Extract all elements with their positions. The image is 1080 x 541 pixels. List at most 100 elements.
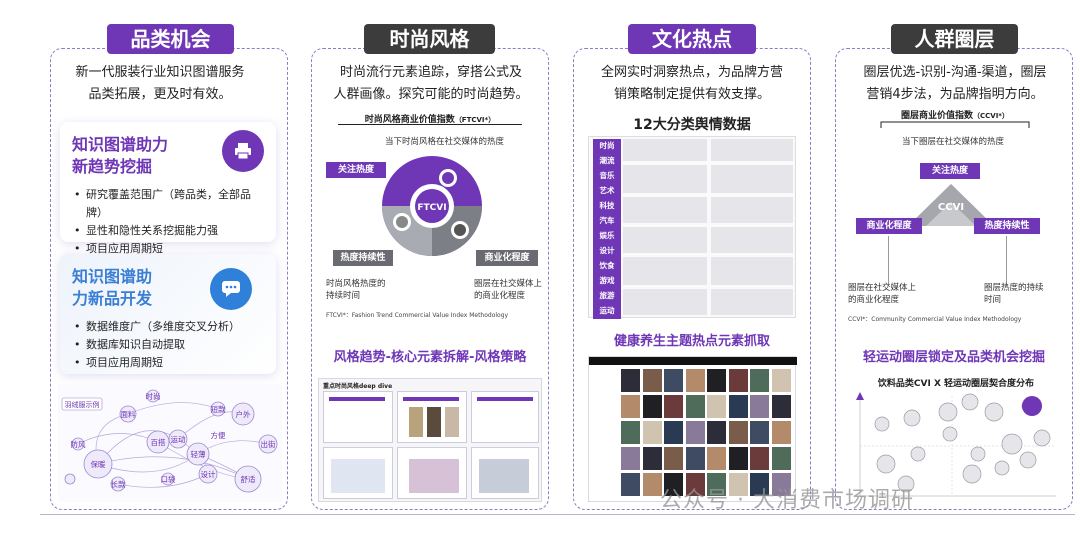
- ftcvi-left-note: 时尚风格热度的 持续时间: [326, 279, 386, 301]
- thumbnail-tile: [728, 473, 748, 496]
- ftcvi-center-label: FTCVI: [417, 203, 446, 213]
- thumbnail-tile: [771, 369, 791, 392]
- thumbnail-tile: [664, 473, 683, 496]
- pill-commercial: 商业化程度: [856, 218, 922, 234]
- thumbnail-tile: [685, 421, 705, 444]
- ccvi-center-label: CCVI: [938, 202, 964, 213]
- ccvi-footnote: CCVI*：Community Commercial Value Index M…: [848, 316, 1022, 323]
- node-label: 时尚: [146, 391, 161, 401]
- bubble-chart: [856, 392, 1056, 497]
- thumbnail-tile: [728, 447, 748, 470]
- thumbnail-tile: [621, 473, 640, 496]
- tag-category-opportunity: 品类机会: [107, 24, 234, 54]
- ftcvi-ring-chart: FTCVI: [382, 156, 482, 256]
- thumbnail-tile: [707, 473, 726, 496]
- pill-attention: 关注热度: [920, 163, 980, 179]
- table-title: 12大分类舆情数据: [633, 117, 751, 133]
- thumbnail-tile: [707, 369, 726, 392]
- card-bullets: 数据维度广（多维度交叉分析） 数据库知识自动提取 项目应用周期短: [72, 318, 264, 372]
- knowledge-graph: 羽绒服示例 保暖 轻薄 舒适 户外 百搭 出街 方便 运动 面料 设计 短款 长…: [58, 384, 282, 502]
- thumbnail-tile: [642, 369, 662, 392]
- thumbnail-tile: [621, 447, 640, 470]
- audience-section-title: 轻运动圈层锁定及品类机会挖掘: [862, 350, 1045, 365]
- node-label: 保暖: [91, 460, 106, 469]
- thumbnail-tile: [750, 395, 769, 418]
- ccvi-top-note: 当下圈层在社交媒体的热度: [902, 137, 1005, 147]
- category-label: 艺术: [593, 184, 621, 199]
- thumbnail-tile: [642, 395, 662, 418]
- watermark: 公众号 · 大消费市场调研: [660, 488, 914, 513]
- thumbnail-tile: [664, 447, 683, 470]
- thumbnail-tile: [728, 369, 748, 392]
- thumbnail-tile: [771, 473, 791, 496]
- thumbnail-tile: [685, 395, 705, 418]
- node-label: 出街: [261, 439, 276, 449]
- tag-fashion-style: 时尚风格: [364, 24, 495, 54]
- node-label: 设计: [201, 469, 216, 479]
- category-label: 游戏: [593, 274, 621, 289]
- thumbnail-tile: [642, 473, 662, 496]
- thumbnail-tile: [685, 447, 705, 470]
- category-label: 娱乐: [593, 229, 621, 244]
- category-label: 科技: [593, 199, 621, 214]
- ftcvi-right-note: 圈层在社交媒体上 的商业化程度: [474, 279, 543, 301]
- thumbnail-tile: [664, 395, 683, 418]
- thumbnail-tile: [664, 369, 683, 392]
- thumbnail-tile: [707, 395, 726, 418]
- printer-icon: [222, 130, 264, 172]
- category-label: 饮食: [593, 259, 621, 274]
- node-label: 长款: [111, 479, 126, 489]
- pill-commercial: 商业化程度: [476, 250, 538, 266]
- thumbnail-tile: [750, 447, 769, 470]
- thumbnail-tile: [685, 369, 705, 392]
- pill-persistence: 热度持续性: [333, 250, 393, 266]
- thumbnail-tile: [771, 395, 791, 418]
- thumbnail-tile: [750, 473, 769, 496]
- category-desc: 新一代服装行业知识图谱服务 品类拓展，更及时有效。: [75, 65, 245, 102]
- thumbnail-tile: [621, 421, 640, 444]
- thumbnail-tile: [728, 421, 748, 444]
- pill-attention: 关注热度: [326, 162, 386, 178]
- node-label: 方便: [211, 430, 226, 440]
- thumbnail-tile: [750, 369, 769, 392]
- ccvi-right-note: 圈层热度的持续 时间: [984, 283, 1044, 305]
- node-label: 运动: [171, 434, 186, 444]
- category-table: 时尚潮流音乐艺术科技汽车娱乐设计饮食游戏旅游运动: [588, 136, 796, 319]
- node-label: 百搭: [151, 437, 166, 447]
- hotspot-grid-thumbnail: [588, 356, 797, 502]
- ftcvi-title: 时尚风格商业价值指数（FTCVI*）: [364, 115, 496, 125]
- node-label: 防风: [71, 439, 86, 449]
- style-deep-dive-thumbnail: 重点时尚风格deep dive: [318, 378, 542, 502]
- divider: [338, 124, 522, 125]
- thumbnail-tile: [621, 395, 640, 418]
- thumbnail-tile: [642, 421, 662, 444]
- chat-icon: [210, 268, 252, 310]
- culture-section-title: 健康养生主题热点元素抓取: [613, 334, 770, 349]
- thumbnail-tile: [771, 447, 791, 470]
- card-title: 知识图谱助力 新趋势挖掘: [72, 135, 169, 176]
- thumb-header: 重点时尚风格deep dive: [323, 383, 393, 390]
- node-label: 轻薄: [191, 449, 206, 459]
- node-label: 舒适: [241, 474, 256, 484]
- bubble-chart-title: 饮料品类CVI X 轻运动圈层契合度分布: [877, 379, 1035, 389]
- card-new-product: 知识图谱助 力新品开发 数据维度广（多维度交叉分析） 数据库知识自动提取 项目应…: [60, 254, 276, 374]
- pill-persistence: 热度持续性: [974, 218, 1040, 234]
- thumbnail-tile: [750, 421, 769, 444]
- bracket: [880, 121, 1030, 128]
- ccvi-triangle: CCVI: [908, 184, 994, 226]
- audience-desc: 圈层优选-识别-沟通-渠道，圈层 营销4步法，为品牌指明方向。: [863, 65, 1047, 102]
- tag-cultural-hotspot: 文化热点: [628, 24, 756, 54]
- graph-label: 羽绒服示例: [65, 400, 100, 409]
- thumbnail-tile: [621, 369, 640, 392]
- node-label: 口袋: [161, 474, 176, 484]
- thumbnail-tile: [642, 447, 662, 470]
- category-label: 音乐: [593, 169, 621, 184]
- thumbnail-tile: [707, 447, 726, 470]
- node-label: 短款: [211, 404, 226, 414]
- thumbnail-tile: [728, 395, 748, 418]
- thumbnail-tile: [664, 421, 683, 444]
- node-label: 面料: [121, 409, 136, 419]
- thumbnail-tile: [707, 421, 726, 444]
- category-label: 潮流: [593, 154, 621, 169]
- ccvi-left-note: 圈层在社交媒体上 的商业化程度: [848, 283, 917, 305]
